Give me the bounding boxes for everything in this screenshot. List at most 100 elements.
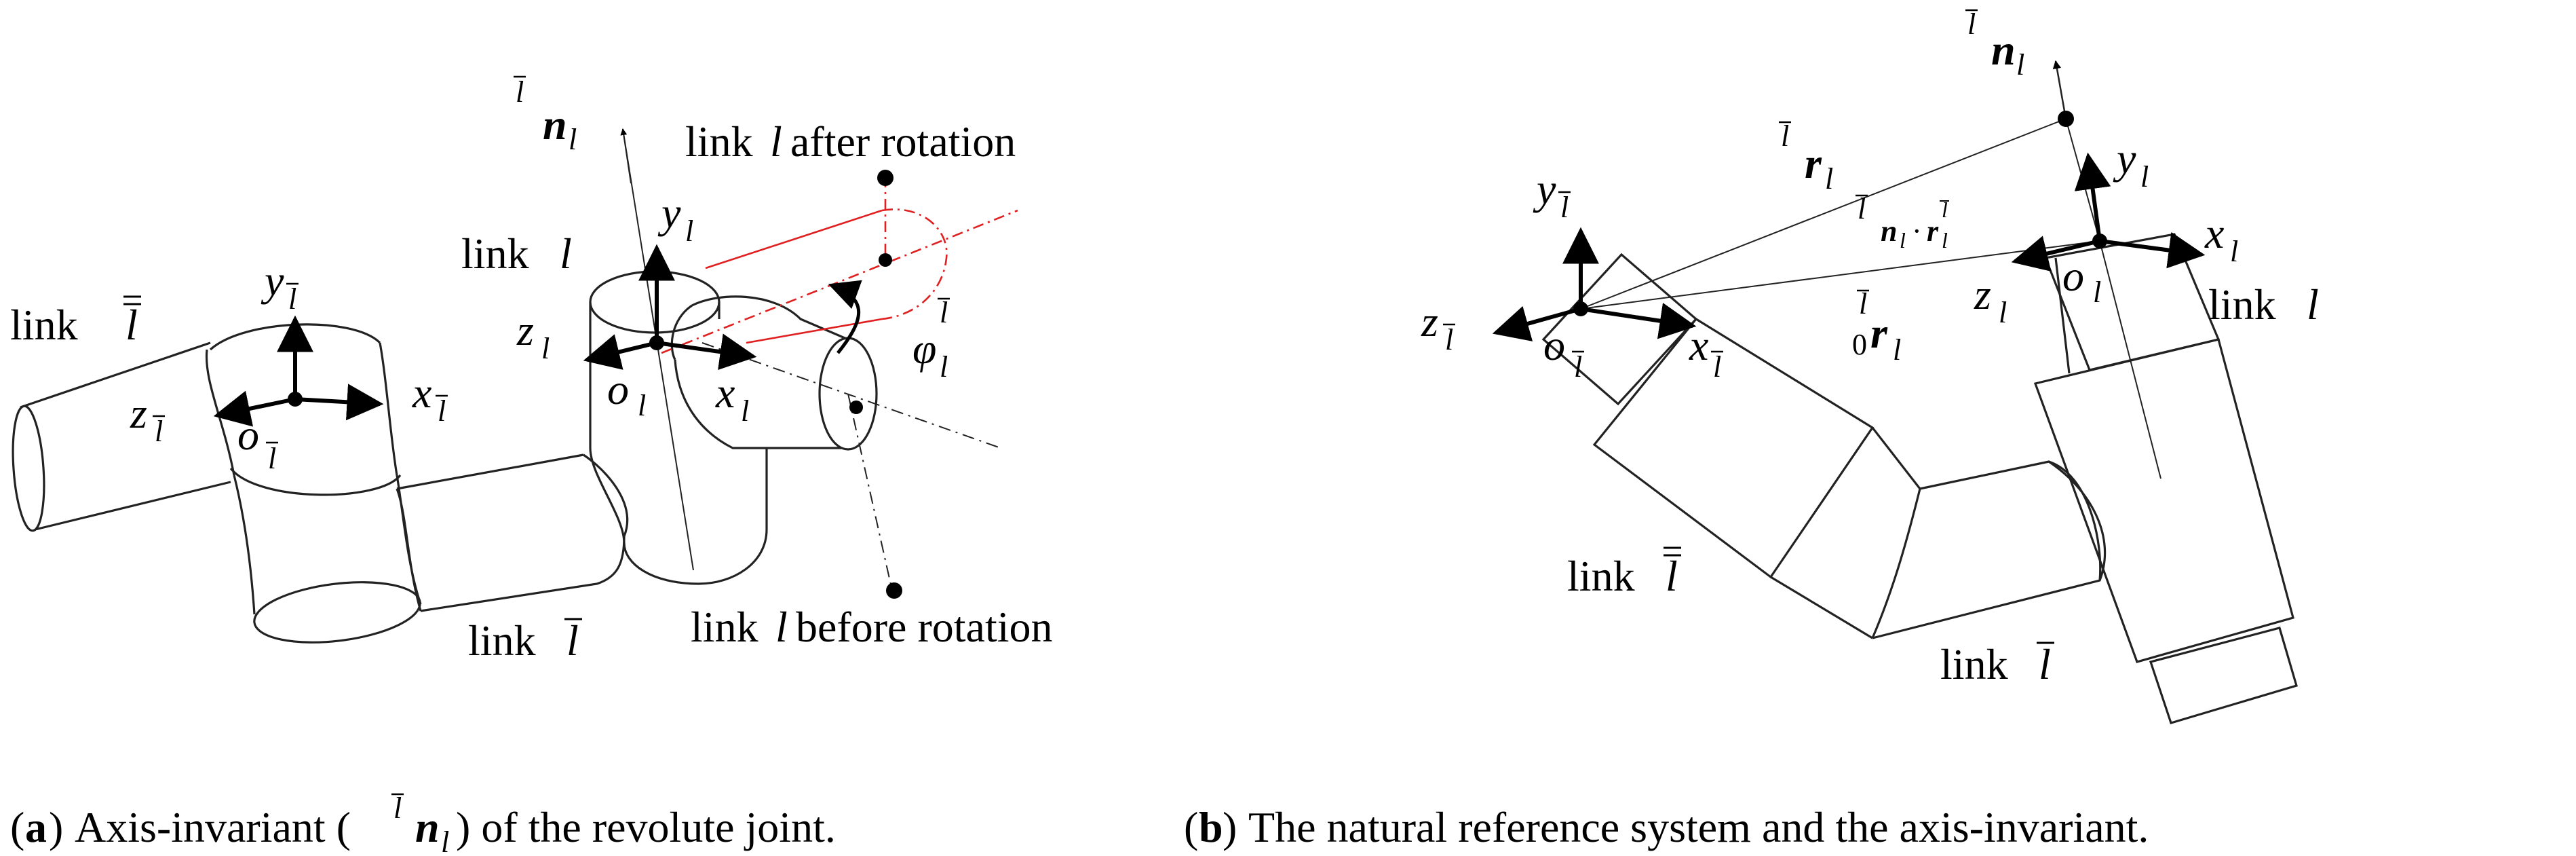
svg-text:l: l bbox=[1859, 287, 1867, 320]
label-o-lbar-a: o l bbox=[237, 411, 278, 475]
svg-text:r: r bbox=[1927, 215, 1939, 248]
rotation-trace-after-a bbox=[661, 176, 1018, 354]
caption-b: ( b ) The natural reference system and t… bbox=[1184, 803, 2149, 851]
svg-text:n: n bbox=[1881, 215, 1897, 248]
svg-text:l: l bbox=[775, 603, 788, 651]
svg-text:l: l bbox=[1445, 323, 1453, 356]
svg-text:l: l bbox=[1999, 296, 2007, 329]
link-lbarbar-block-b bbox=[1541, 253, 1921, 639]
svg-text:link: link bbox=[1940, 640, 2008, 688]
svg-text:y: y bbox=[2113, 134, 2136, 183]
svg-text:l: l bbox=[1893, 333, 1901, 367]
svg-text:b: b bbox=[1199, 803, 1223, 851]
svg-text:a: a bbox=[25, 803, 47, 851]
label-link-lbar-a: link l bbox=[468, 616, 582, 665]
svg-text:x: x bbox=[1689, 321, 1708, 369]
label-y-l-a: y l bbox=[657, 189, 693, 248]
label-x-l-b: x l bbox=[2204, 209, 2238, 268]
label-link-lbarbar-b: link l bbox=[1567, 546, 1681, 600]
svg-text:o: o bbox=[607, 365, 629, 413]
svg-text:l: l bbox=[940, 296, 948, 329]
svg-text:x: x bbox=[2204, 209, 2224, 257]
link-lbar-body-a bbox=[396, 453, 629, 612]
point-after-center-a bbox=[879, 253, 892, 267]
svg-text:l: l bbox=[126, 301, 138, 349]
svg-text:l: l bbox=[1666, 552, 1678, 600]
svg-text:x: x bbox=[412, 369, 431, 417]
svg-text:l: l bbox=[1900, 228, 1906, 253]
svg-text:0: 0 bbox=[1852, 328, 1867, 361]
svg-text:y: y bbox=[1533, 165, 1556, 213]
point-after-top-a bbox=[877, 170, 893, 186]
svg-text:l: l bbox=[1942, 228, 1948, 253]
svg-text:l: l bbox=[268, 442, 276, 475]
svg-text:l: l bbox=[770, 117, 782, 166]
svg-text:link: link bbox=[461, 229, 529, 278]
label-z-l-a: z l bbox=[516, 306, 550, 365]
svg-text:): ) bbox=[49, 803, 63, 851]
svg-text:l: l bbox=[1967, 7, 1976, 41]
svg-text:l: l bbox=[288, 282, 296, 316]
frame-lbar-axes-a bbox=[213, 315, 384, 427]
svg-text:l: l bbox=[441, 825, 449, 856]
label-y-l-b: y l bbox=[2113, 134, 2149, 193]
svg-text:l: l bbox=[2230, 235, 2238, 268]
label-link-l-a: link l bbox=[461, 229, 572, 278]
label-link-l-b: link l bbox=[2208, 280, 2319, 329]
frame-l-axes-b bbox=[2011, 152, 2206, 272]
label-after-rotation-a: link l after rotation bbox=[685, 117, 1016, 166]
svg-text:l: l bbox=[1942, 198, 1948, 222]
svg-text:l: l bbox=[2307, 280, 2319, 329]
svg-text:l: l bbox=[1825, 162, 1833, 196]
label-o-lbar-b: o l bbox=[1543, 321, 1584, 384]
svg-text:l: l bbox=[516, 75, 524, 109]
svg-text:l: l bbox=[1781, 119, 1789, 153]
svg-text:l: l bbox=[685, 215, 693, 248]
svg-text:l: l bbox=[940, 350, 948, 384]
svg-text:o: o bbox=[1543, 321, 1565, 369]
svg-text:Axis-invariant (: Axis-invariant ( bbox=[75, 803, 351, 851]
axis-n-arrow-b bbox=[2052, 60, 2067, 119]
label-n-axis-a: l n l bbox=[514, 75, 577, 156]
svg-text:link: link bbox=[2208, 280, 2276, 329]
label-y-lbar-b: y l bbox=[1533, 165, 1571, 224]
svg-text:y: y bbox=[657, 189, 681, 237]
svg-text:l: l bbox=[741, 394, 749, 428]
svg-text:l: l bbox=[1713, 350, 1721, 384]
svg-text:l: l bbox=[2016, 48, 2024, 81]
svg-text:z: z bbox=[516, 306, 534, 354]
svg-text:o: o bbox=[237, 411, 259, 459]
svg-text:link: link bbox=[468, 616, 536, 665]
svg-text:z: z bbox=[1421, 297, 1438, 346]
svg-text:l: l bbox=[393, 792, 402, 825]
label-z-lbar-b: z l bbox=[1421, 297, 1455, 356]
panel-a-diagram: link l y l x l z l o l link l bbox=[10, 75, 1053, 665]
point-before-bottom-a bbox=[886, 582, 902, 599]
svg-text:) of the revolute joint.: ) of the revolute joint. bbox=[456, 803, 836, 851]
svg-text:l: l bbox=[1574, 350, 1582, 384]
point-axis-tip-b bbox=[2058, 111, 2074, 127]
panel-b-diagram: l n l l r l l n l · r l l l 0 r l bbox=[1421, 7, 2319, 724]
svg-text:l: l bbox=[1858, 192, 1866, 225]
svg-text:l: l bbox=[541, 332, 550, 365]
label-x-l-a: x l bbox=[715, 369, 749, 428]
svg-text:The natural reference system a: The natural reference system and the axi… bbox=[1248, 803, 2149, 851]
label-y-lbar-a: y l bbox=[261, 257, 299, 316]
svg-text:link: link bbox=[685, 117, 753, 166]
svg-text:link: link bbox=[10, 301, 78, 349]
svg-text:n: n bbox=[1991, 26, 2016, 74]
svg-text:·: · bbox=[1912, 215, 1922, 248]
svg-text:z: z bbox=[1974, 270, 1991, 318]
label-n-axis-b: l n l bbox=[1965, 7, 2024, 81]
label-phi-a: φ l l bbox=[912, 296, 950, 384]
svg-text:r: r bbox=[1805, 139, 1822, 187]
svg-text:l: l bbox=[560, 229, 572, 278]
rotation-arc-phi-a bbox=[828, 280, 862, 354]
svg-text:l: l bbox=[155, 415, 163, 448]
svg-text:l: l bbox=[2039, 640, 2051, 688]
label-link-lbarbar-a: link l bbox=[10, 295, 141, 349]
link-l-block-b bbox=[2033, 233, 2298, 724]
svg-text:l: l bbox=[2140, 160, 2149, 193]
label-0r-vector-b: l 0 r l bbox=[1852, 287, 1901, 367]
svg-text:y: y bbox=[261, 257, 284, 305]
